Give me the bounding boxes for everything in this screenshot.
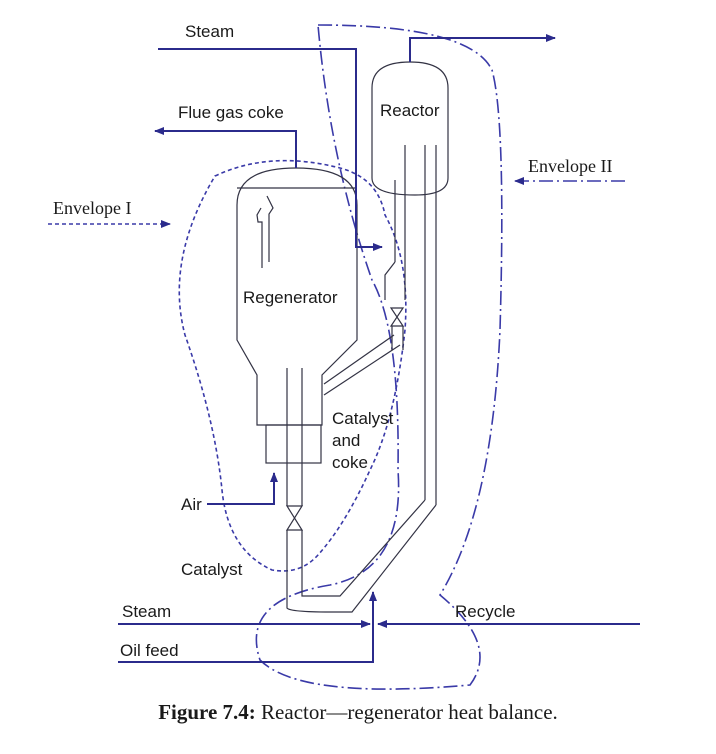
regenerator-label: Regenerator xyxy=(243,288,338,307)
oil-feed-label: Oil feed xyxy=(120,641,179,660)
envelope-1-label: Envelope I xyxy=(53,198,131,218)
riser-u-bend xyxy=(286,504,437,613)
catalyst-and-coke-line-2: and xyxy=(332,431,360,450)
oil-feed-line xyxy=(118,591,377,663)
flue-gas-label: Flue gas coke xyxy=(178,103,284,122)
catalyst-label: Catalyst xyxy=(181,560,243,579)
steam-bottom-label: Steam xyxy=(122,602,171,621)
figure-caption: Figure 7.4: Reactor—regenerator heat bal… xyxy=(0,700,716,725)
catalyst-and-coke-line-3: coke xyxy=(332,453,368,472)
envelope-1-boundary xyxy=(178,159,407,572)
catalyst-and-coke-line-1: Catalyst xyxy=(332,409,394,428)
recycle-label: Recycle xyxy=(455,602,515,621)
envelope-2-label: Envelope II xyxy=(528,156,612,176)
figure-number: Figure 7.4: xyxy=(158,700,256,724)
regenerator-vessel xyxy=(236,167,401,575)
reactor-label: Reactor xyxy=(380,101,440,120)
flue-gas-line xyxy=(154,127,297,168)
reactor-vessel xyxy=(371,61,449,505)
air-line xyxy=(207,472,278,505)
steam-top-label: Steam xyxy=(185,22,234,41)
figure-caption-text: Reactor—regenerator heat balance. xyxy=(261,700,558,724)
air-label: Air xyxy=(181,495,202,514)
envelope-2-boundary xyxy=(255,24,503,690)
reactor-product-line xyxy=(409,34,556,62)
steam-top-line xyxy=(158,48,383,251)
